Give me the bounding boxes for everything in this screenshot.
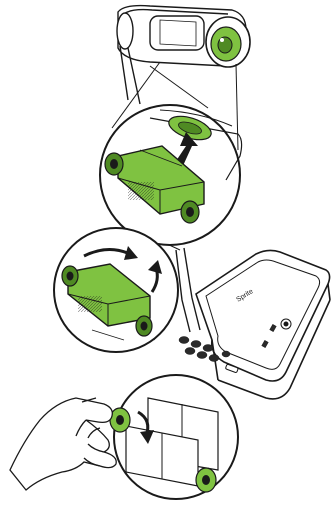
detail-circle-1 — [100, 105, 242, 245]
hand-illustration — [10, 398, 116, 490]
camera-lens — [206, 17, 250, 67]
camera-base — [196, 250, 330, 398]
detail-circle-2 — [54, 228, 178, 352]
detail-circle-3 — [110, 375, 238, 499]
